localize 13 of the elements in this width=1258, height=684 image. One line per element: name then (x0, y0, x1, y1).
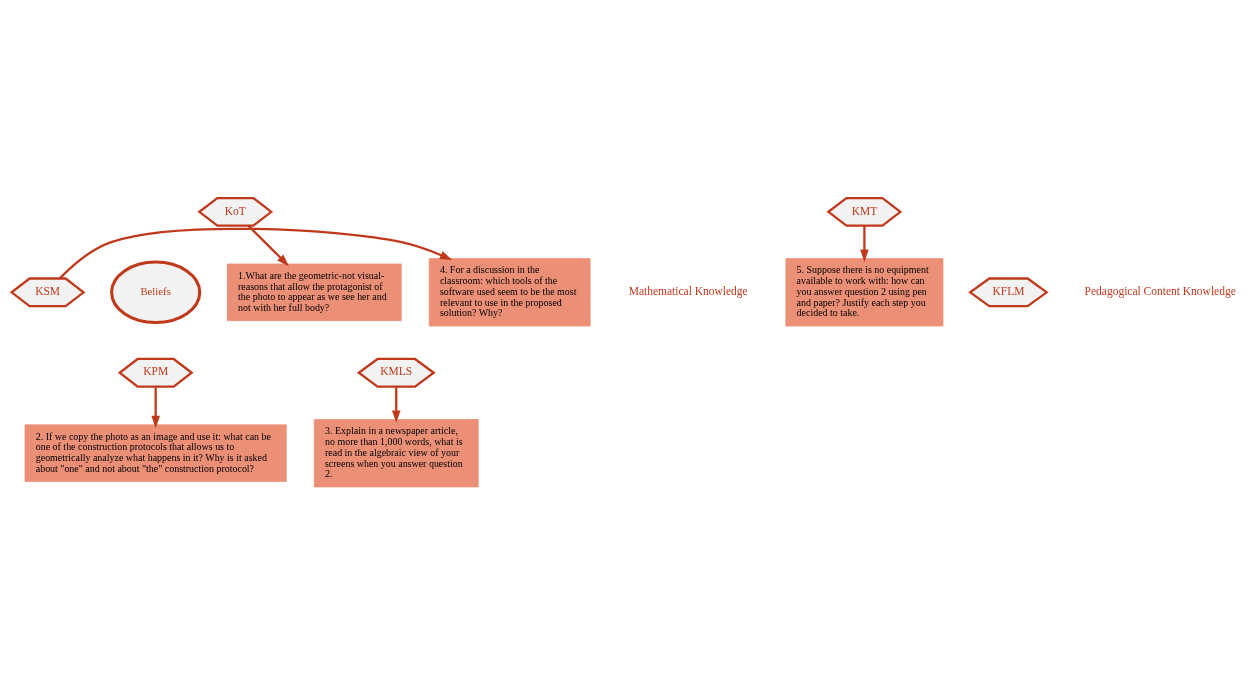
arrow (860, 225, 869, 262)
node-box: 4. For a discussion in the classroom: which tools of the software used seem to be the most relevant to use in the proposed solution? Why? (428, 257, 591, 326)
node-box: 1.What are the geometric-not visual- reasons that allow the protagonist of the photo to appear as we see her and not with her full body? (226, 263, 402, 321)
node-box: 3. Explain in a newspaper article, no more than 1,000 words, what is read in the algebraic view of your screens when you answer question 2. (313, 418, 479, 487)
label: Pedagogical Content Knowledge (1084, 284, 1236, 297)
node-box: 2. If we copy the photo as an image and use it: what can be one of the construction protocols that allows us to geometrically analyze what happens in it? Why is it asked about "one" and not about "the" construction protocol? (24, 424, 287, 482)
node-box: 5. Suppose there is no equipment available to work with: how can you answer question 2 using pen and paper? Justify each step you decided to take. (785, 257, 944, 326)
node-ellipse: Beliefs (110, 260, 202, 324)
label: Mathematical Knowledge (628, 284, 748, 297)
arrow (151, 386, 160, 428)
arrow (391, 386, 401, 423)
arrow (247, 224, 289, 266)
arrow (59, 227, 453, 279)
